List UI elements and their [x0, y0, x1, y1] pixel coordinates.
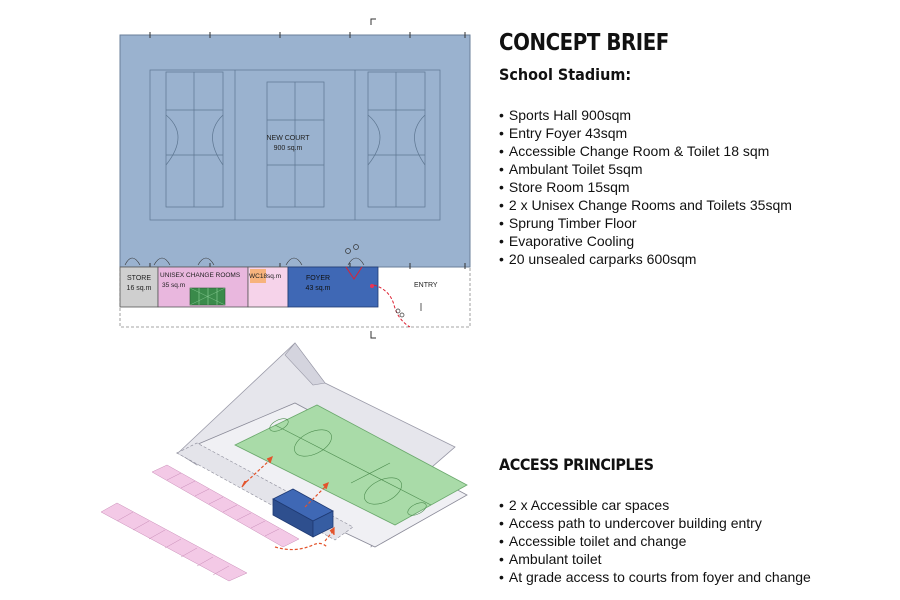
stadium-roof-side	[284, 342, 326, 386]
access-principles-title: ACCESS PRINCIPLES	[499, 455, 654, 474]
list-item: Ambulant toilet	[499, 550, 811, 568]
concept-brief-list: Sports Hall 900sqm Entry Foyer 43sqm Acc…	[499, 106, 792, 268]
list-item: Evaporative Cooling	[499, 232, 792, 250]
entry-dot	[370, 284, 374, 288]
court-surface	[234, 404, 468, 526]
store-room	[119, 266, 159, 308]
accessibility-icons	[345, 244, 405, 318]
wc-highlight	[250, 269, 266, 283]
concept-brief-title: CONCEPT BRIEF	[499, 30, 669, 56]
section-marker-top	[370, 18, 376, 25]
wc-label: WC18sq.m	[249, 273, 281, 280]
list-item: Sprung Timber Floor	[499, 214, 792, 232]
store-label: STORE	[127, 275, 151, 282]
store-area: 16 sq.m	[127, 285, 152, 292]
list-item: Store Room 15sqm	[499, 178, 792, 196]
access-arrows	[241, 455, 335, 551]
floor-plan-diagram: STORE 16 sq.m UNISEX CHANGE ROOMS 35 sq.…	[119, 18, 471, 339]
court-area: 900 sq.m	[274, 145, 303, 152]
list-item: Accessible Change Room & Toilet 18 sqm	[499, 142, 792, 160]
concept-brief-panel: CONCEPT BRIEF School Stadium: Sports Hal…	[499, 30, 792, 268]
change-rooms-label: UNISEX CHANGE ROOMS	[160, 272, 241, 279]
list-item: Ambulant Toilet 5sqm	[499, 160, 792, 178]
carpark-row-upper	[151, 464, 300, 548]
court-label: NEW COURT	[266, 135, 310, 142]
list-item: At grade access to courts from foyer and…	[499, 568, 811, 586]
concept-brief-subtitle: School Stadium:	[499, 65, 632, 84]
access-principles-list: 2 x Accessible car spaces Access path to…	[499, 496, 811, 586]
list-item: 20 unsealed carparks 600sqm	[499, 250, 792, 268]
change-rooms-area: 35 sq.m	[162, 282, 185, 289]
list-item: Access path to undercover building entry	[499, 514, 811, 532]
foyer-door	[345, 266, 363, 280]
foyer-area: 43 sq.m	[306, 285, 331, 292]
list-item: Accessible toilet and change	[499, 532, 811, 550]
change-room-showers	[189, 287, 226, 306]
section-marker-bottom	[370, 331, 376, 339]
entry-label: ENTRY	[414, 282, 438, 289]
court-markings	[149, 69, 441, 221]
entry-path-dashed	[373, 284, 411, 328]
door-swings	[124, 257, 365, 266]
isometric-site-diagram	[100, 342, 468, 582]
list-item: Entry Foyer 43sqm	[499, 124, 792, 142]
carpark-row-lower	[100, 502, 248, 582]
foyer-label: FOYER	[306, 275, 330, 282]
access-principles-panel: ACCESS PRINCIPLES 2 x Accessible car spa…	[499, 455, 811, 586]
list-item: 2 x Accessible car spaces	[499, 496, 811, 514]
foyer	[287, 266, 379, 308]
court-lines	[269, 418, 432, 516]
foyer-block-side	[312, 510, 334, 538]
list-item: Sports Hall 900sqm	[499, 106, 792, 124]
list-item: 2 x Unisex Change Rooms and Toilets 35sq…	[499, 196, 792, 214]
